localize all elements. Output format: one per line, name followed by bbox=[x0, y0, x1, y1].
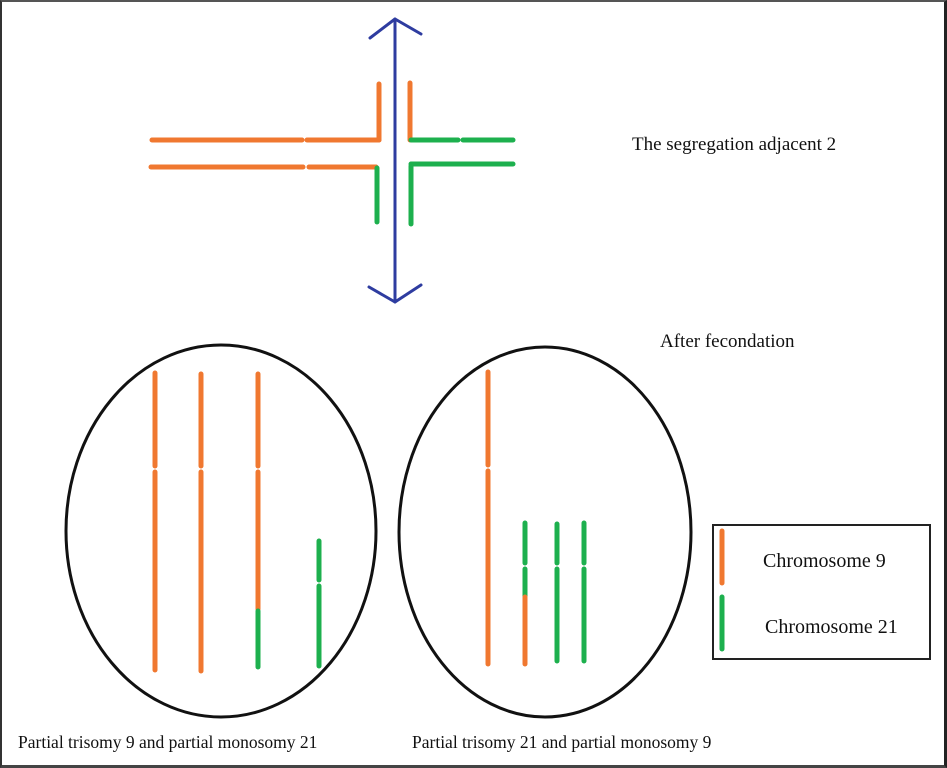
arrow-head-up-icon bbox=[368, 17, 423, 40]
arrow-head-down-icon bbox=[367, 283, 423, 304]
quadrivalent bbox=[148, 80, 516, 227]
cell-1-chromosomes bbox=[152, 370, 322, 674]
legend-label-chromosome-21: Chromosome 21 bbox=[765, 616, 898, 638]
cell-outline bbox=[397, 345, 693, 719]
cell-2-caption: Partial trisomy 21 and partial monosomy … bbox=[412, 732, 712, 752]
cell-1-caption: Partial trisomy 9 and partial monosomy 2… bbox=[18, 732, 317, 752]
legend: Chromosome 9 Chromosome 21 bbox=[712, 524, 931, 660]
segregation-arrow bbox=[367, 17, 423, 304]
legend-box bbox=[712, 524, 931, 660]
cell-2-chromosomes bbox=[485, 369, 587, 667]
cell-outline bbox=[64, 343, 378, 719]
zygote-cell-2 bbox=[397, 345, 693, 719]
legend-label-chromosome-9: Chromosome 9 bbox=[763, 550, 886, 572]
diagram-subtitle: After fecondation bbox=[660, 331, 795, 352]
diagram-title: The segregation adjacent 2 bbox=[632, 134, 836, 155]
zygote-cell-1 bbox=[64, 343, 378, 719]
